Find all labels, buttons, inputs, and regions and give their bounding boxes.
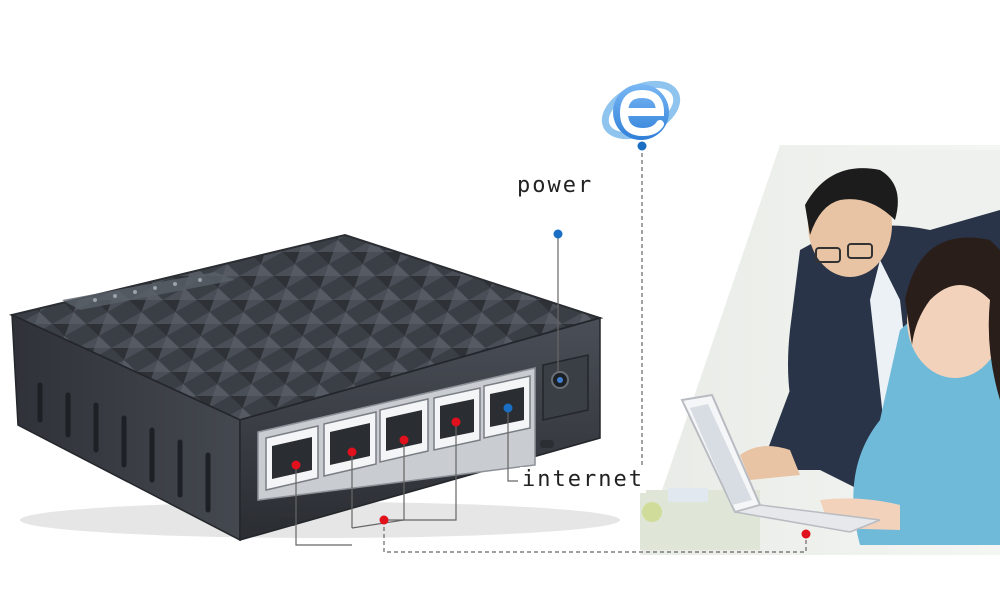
power-jack xyxy=(542,354,589,421)
lan-port-2 xyxy=(323,411,377,477)
network-switch xyxy=(8,233,620,542)
power-label: power xyxy=(515,173,596,199)
internet-label: internet xyxy=(520,467,646,493)
lan-junction-dot xyxy=(379,515,389,525)
wan-dot xyxy=(503,403,513,413)
ethernet-ports xyxy=(265,375,531,491)
internet-explorer-icon xyxy=(601,80,681,140)
lan-port-3 xyxy=(379,398,429,463)
lan-dot-2 xyxy=(347,447,357,457)
power-dot xyxy=(553,229,563,239)
lan-dot-3 xyxy=(399,435,409,445)
connection-dots xyxy=(291,141,811,539)
lan-dot-1 xyxy=(291,460,301,470)
laptop-dot xyxy=(801,529,811,539)
office-photo xyxy=(640,145,1000,555)
ie-dot xyxy=(637,141,647,151)
lan-dot-4 xyxy=(451,417,461,427)
lan-port-1 xyxy=(265,425,319,491)
